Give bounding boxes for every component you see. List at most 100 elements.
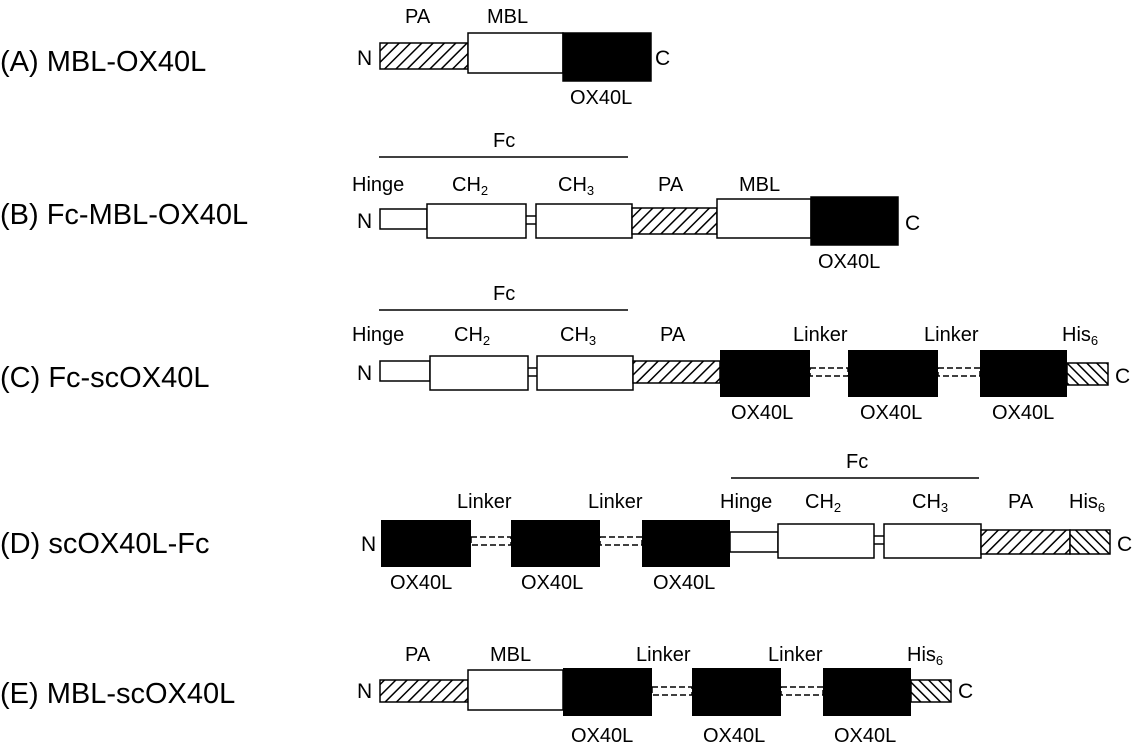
label-ox40l-3: OX40L xyxy=(992,402,1054,424)
construct-c-title: (C) Fc-scOX40L xyxy=(0,362,209,394)
svg-text:His6: His6 xyxy=(1062,324,1098,348)
label-ch3: CH xyxy=(560,324,589,346)
svg-text:CH3: CH3 xyxy=(560,324,596,348)
construct-a: (A) MBL-OX40L PA MBL N C OX40L xyxy=(0,6,670,109)
label-pa: PA xyxy=(405,6,431,28)
linker-domain-2 xyxy=(780,686,824,696)
ox40l-domain-1 xyxy=(381,520,471,567)
linker-domain-1 xyxy=(651,686,693,696)
ox40l-domain-3 xyxy=(642,520,730,567)
construct-e: (E) MBL-scOX40L PA MBL Linker Linker His… xyxy=(0,644,973,747)
label-fc: Fc xyxy=(493,283,515,305)
construct-a-title: (A) MBL-OX40L xyxy=(0,46,206,78)
pa-domain xyxy=(379,679,469,703)
label-his-sub: 6 xyxy=(1098,500,1105,515)
label-ox40l-2: OX40L xyxy=(703,725,765,747)
ox40l-domain-3 xyxy=(823,668,911,716)
hinge-domain xyxy=(729,531,779,553)
n-terminus: N xyxy=(357,47,372,70)
his-tag-domain xyxy=(910,679,952,703)
label-ox40l-1: OX40L xyxy=(731,402,793,424)
linker-domain-1 xyxy=(470,536,512,546)
label-pa: PA xyxy=(660,324,686,346)
label-ch2-sub: 2 xyxy=(481,183,488,198)
n-terminus: N xyxy=(361,533,376,556)
svg-text:His6: His6 xyxy=(1069,491,1105,515)
label-linker-2: Linker xyxy=(924,324,979,346)
pa-domain xyxy=(632,360,721,384)
ox40l-domain-2 xyxy=(511,520,600,567)
label-mbl: MBL xyxy=(490,644,531,666)
label-fc: Fc xyxy=(846,451,868,473)
label-ch2: CH xyxy=(805,491,834,513)
mbl-domain xyxy=(467,669,564,711)
label-ox40l-1: OX40L xyxy=(571,725,633,747)
label-ox40l-2: OX40L xyxy=(860,402,922,424)
ch3-domain xyxy=(883,523,982,559)
label-linker-1: Linker xyxy=(793,324,848,346)
c-terminus: C xyxy=(1117,533,1132,556)
n-terminus: N xyxy=(357,210,372,233)
mbl-domain xyxy=(467,32,564,74)
label-ox40l: OX40L xyxy=(818,251,880,273)
svg-text:His6: His6 xyxy=(907,644,943,668)
pa-domain xyxy=(631,207,718,235)
label-hinge: Hinge xyxy=(352,174,404,196)
construct-b-title: (B) Fc-MBL-OX40L xyxy=(0,199,248,231)
label-mbl: MBL xyxy=(739,174,780,196)
label-his: His xyxy=(1062,324,1091,346)
label-hinge: Hinge xyxy=(352,324,404,346)
c-terminus: C xyxy=(1115,365,1130,388)
linker-domain-2 xyxy=(599,536,643,546)
ox40l-domain-1 xyxy=(563,668,652,716)
label-his: His xyxy=(1069,491,1098,513)
label-fc: Fc xyxy=(493,130,515,152)
label-his-sub: 6 xyxy=(936,653,943,668)
label-hinge: Hinge xyxy=(720,491,772,513)
hinge-domain xyxy=(379,360,431,382)
label-ox40l-3: OX40L xyxy=(653,572,715,594)
c-terminus: C xyxy=(958,680,973,703)
n-terminus: N xyxy=(357,362,372,385)
ox40l-domain-2 xyxy=(848,350,938,397)
ch3-domain xyxy=(535,203,633,239)
label-ch3: CH xyxy=(558,174,587,196)
label-pa: PA xyxy=(658,174,684,196)
svg-text:CH2: CH2 xyxy=(452,174,488,198)
ox40l-domain xyxy=(562,32,652,82)
ch2-domain xyxy=(426,203,527,239)
svg-text:CH3: CH3 xyxy=(912,491,948,515)
label-ch3-sub: 3 xyxy=(587,183,594,198)
label-mbl: MBL xyxy=(487,6,528,28)
label-ch2: CH xyxy=(454,324,483,346)
hinge-domain xyxy=(379,208,428,230)
label-pa: PA xyxy=(1008,491,1034,513)
construct-d-title: (D) scOX40L-Fc xyxy=(0,528,209,560)
label-his: His xyxy=(907,644,936,666)
label-ch3: CH xyxy=(912,491,941,513)
label-ch3-sub: 3 xyxy=(589,333,596,348)
label-ox40l-1: OX40L xyxy=(390,572,452,594)
mbl-domain xyxy=(716,198,812,239)
pa-domain xyxy=(379,42,469,70)
linker-domain-1 xyxy=(809,367,849,377)
construct-b: (B) Fc-MBL-OX40L Fc Hinge CH2 CH3 PA MBL… xyxy=(0,130,920,273)
label-ch3-sub: 3 xyxy=(941,500,948,515)
ox40l-domain-2 xyxy=(692,668,781,716)
label-linker-1: Linker xyxy=(636,644,691,666)
ox40l-domain-1 xyxy=(720,350,810,397)
label-pa: PA xyxy=(405,644,431,666)
label-ch2-sub: 2 xyxy=(483,333,490,348)
his-tag-domain xyxy=(1069,529,1111,555)
svg-text:CH3: CH3 xyxy=(558,174,594,198)
label-his-sub: 6 xyxy=(1091,333,1098,348)
label-ox40l-3: OX40L xyxy=(834,725,896,747)
label-ox40l-2: OX40L xyxy=(521,572,583,594)
label-ch2: CH xyxy=(452,174,481,196)
svg-text:CH2: CH2 xyxy=(805,491,841,515)
linker-domain-2 xyxy=(937,367,981,377)
ox40l-domain xyxy=(810,196,899,246)
construct-c: (C) Fc-scOX40L Fc Hinge CH2 CH3 PA Linke… xyxy=(0,283,1130,424)
label-ch2-sub: 2 xyxy=(834,500,841,515)
